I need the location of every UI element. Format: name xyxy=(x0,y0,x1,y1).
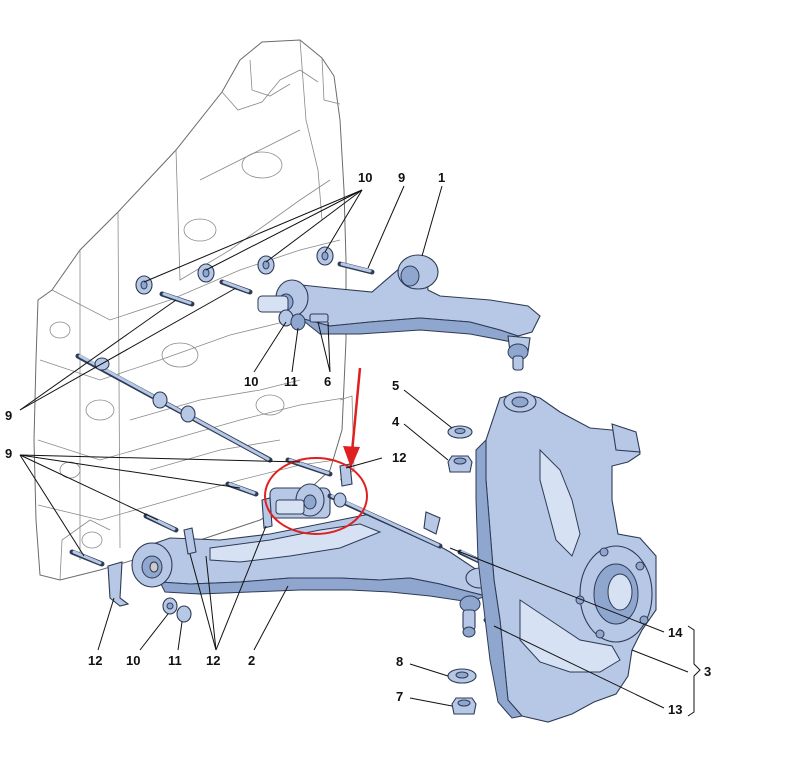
nut-11-lower xyxy=(176,605,192,623)
bolt-6 xyxy=(309,313,329,323)
lower-wishbone xyxy=(131,483,495,638)
subframe xyxy=(33,39,355,581)
callout-10-mid: 10 xyxy=(244,374,258,389)
callout-14: 14 xyxy=(668,625,683,640)
callout-13: 13 xyxy=(668,702,682,717)
leader-lines xyxy=(19,185,701,717)
nut-11-upper xyxy=(290,313,306,331)
callout-5: 5 xyxy=(392,378,399,393)
callout-12-bolt: 12 xyxy=(392,450,406,465)
callout-11-bottom: 11 xyxy=(168,653,182,668)
highlight xyxy=(264,367,368,535)
tie-rod xyxy=(75,353,273,463)
callout-8: 8 xyxy=(396,654,403,669)
highlight-arrow xyxy=(343,446,360,468)
callout-10-top: 10 xyxy=(358,170,372,185)
callout-3: 3 xyxy=(704,664,711,679)
callout-12-left: 12 xyxy=(88,653,102,668)
callout-12-bottom: 12 xyxy=(206,653,220,668)
callout-9-left-b: 9 xyxy=(5,446,12,461)
upper-wishbone xyxy=(257,254,541,371)
callout-labels: 1 9 10 10 11 6 9 9 5 4 12 12 10 11 12 2 … xyxy=(5,170,711,717)
callout-6: 6 xyxy=(324,374,331,389)
callout-10-bottom: 10 xyxy=(126,653,140,668)
callout-1: 1 xyxy=(438,170,445,185)
callout-11-mid: 11 xyxy=(284,374,298,389)
callout-7: 7 xyxy=(396,689,403,704)
callout-9-top: 9 xyxy=(398,170,405,185)
upper-bolts xyxy=(135,246,375,331)
callout-4: 4 xyxy=(392,414,400,429)
callout-2: 2 xyxy=(248,653,255,668)
highlight-circle xyxy=(264,457,368,535)
upright xyxy=(475,391,657,723)
callout-9-left-a: 9 xyxy=(5,408,12,423)
